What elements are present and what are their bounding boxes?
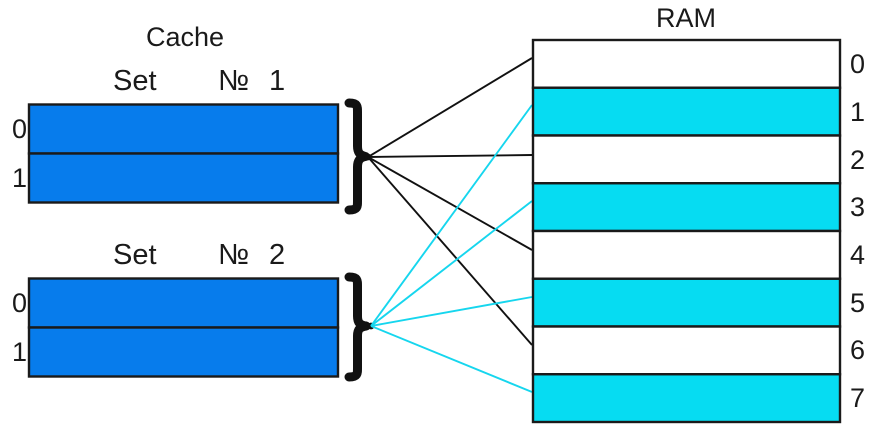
- cache-set-1-brace: [344, 98, 370, 215]
- cache-set-2-row-1-block[interactable]: [27, 326, 340, 378]
- ram-row-0-cell[interactable]: [531, 38, 842, 89]
- ram-row-3-index: 3: [850, 192, 865, 222]
- ram-row-4-cell[interactable]: [531, 229, 842, 280]
- cache-set-1-numero-sign: №: [218, 65, 249, 97]
- cache-set-1-heading: Set: [113, 65, 157, 97]
- cache-set-2-row-0-index: 0: [12, 288, 27, 318]
- ram-row-5-cell[interactable]: [531, 277, 842, 328]
- cache-set-2-heading: Set: [113, 239, 157, 271]
- cache-set-1-row-1-block[interactable]: [27, 152, 340, 204]
- cache-set-2-row-1-index: 1: [12, 337, 27, 367]
- ram-title: RAM: [656, 3, 716, 33]
- link-set1-to-ram-row-0: [367, 57, 533, 158]
- cache-set-2-number: 2: [269, 239, 285, 271]
- cache-set-2-brace: [344, 272, 371, 382]
- link-set2-to-ram-row-3: [370, 200, 533, 327]
- cache-set-1-number: 1: [269, 65, 285, 97]
- cache-set-1-row-1-index: 1: [12, 163, 27, 193]
- cache-set-1-row-0-block[interactable]: [27, 103, 340, 155]
- ram-row-7-cell[interactable]: [531, 373, 842, 424]
- ram-row-1-cell[interactable]: [531, 86, 842, 137]
- link-set2-to-ram-row-5: [370, 296, 533, 327]
- cache-set-2-numero-sign: №: [218, 239, 249, 271]
- ram-row-2-index: 2: [850, 145, 865, 175]
- ram-row-7-index: 7: [850, 383, 865, 413]
- cache-set-2-row-0-block[interactable]: [27, 277, 340, 329]
- ram-row-3-cell[interactable]: [531, 182, 842, 233]
- ram-row-0-index: 0: [850, 49, 865, 79]
- link-set1-to-ram-row-4: [367, 156, 533, 251]
- link-set1-to-ram-row-2: [367, 154, 533, 158]
- link-set2-to-ram-row-1: [370, 104, 533, 327]
- cache-set-1-row-0-index: 0: [12, 114, 27, 144]
- link-set1-to-ram-row-6: [367, 156, 533, 346]
- ram-row-2-cell[interactable]: [531, 134, 842, 185]
- ram-row-5-index: 5: [850, 288, 865, 318]
- ram-row-6-index: 6: [850, 335, 865, 365]
- link-set2-to-ram-row-7: [370, 325, 533, 393]
- ram-row-1-index: 1: [850, 97, 865, 127]
- ram-row-4-index: 4: [850, 240, 865, 270]
- cache-title: Cache: [146, 22, 224, 52]
- ram-row-6-cell[interactable]: [531, 325, 842, 376]
